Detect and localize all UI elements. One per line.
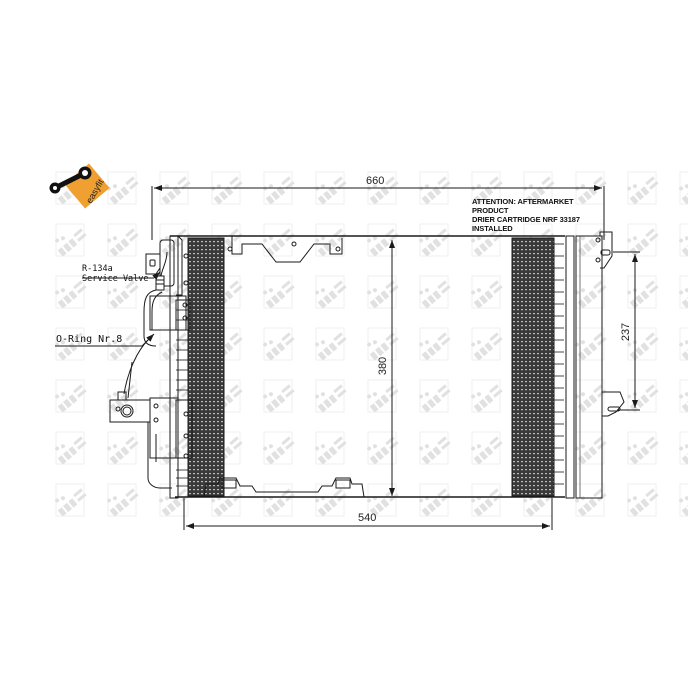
dimension-bracket-spacing: 237	[620, 322, 633, 342]
wrench-icon	[49, 166, 92, 194]
service-valve-callout: R-134a Service Valve	[82, 264, 149, 284]
service-valve-refrigerant: R-134a	[82, 264, 113, 274]
note-line-1: ATTENTION: AFTERMARKET	[472, 197, 574, 206]
service-valve-label: Service Valve	[82, 274, 149, 284]
note-line-4: INSTALLED	[472, 224, 513, 233]
easyfit-badge: easyfit	[45, 158, 115, 218]
easyfit-badge-bg	[64, 163, 110, 209]
attention-note: ATTENTION: AFTERMARKET PRODUCT DRIER CAR…	[472, 197, 580, 233]
note-line-2: PRODUCT	[472, 206, 509, 215]
nrf-watermark-pattern	[48, 168, 688, 528]
dimension-core-height: 380	[377, 356, 390, 376]
dimension-core-width: 540	[358, 512, 377, 524]
oring-callout: O-Ring Nr.8	[56, 334, 123, 345]
note-line-3: DRIER CARTRIDGE NRF 33187	[472, 215, 580, 224]
dimension-overall-width: 660	[366, 175, 385, 187]
